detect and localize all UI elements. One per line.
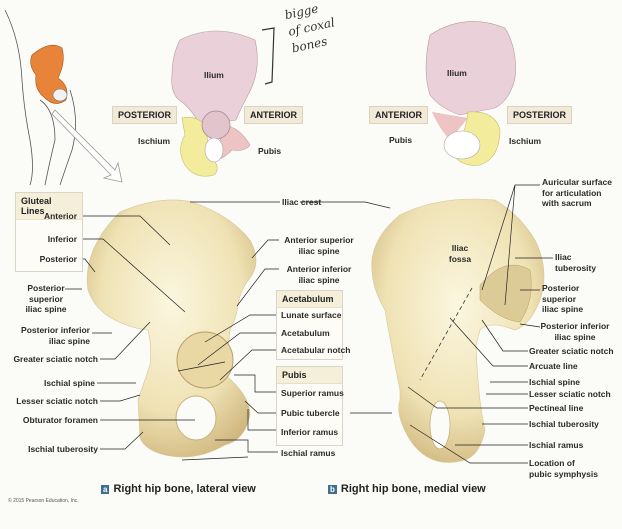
label-acetabular-notch: Acetabular notch bbox=[281, 345, 351, 355]
handwritten-note: bigge of coxal bones bbox=[283, 0, 340, 57]
label-posterior-inferior-iliac-spine: Posterior inferior iliac spine bbox=[21, 325, 90, 346]
pubis-box: Pubis bbox=[276, 366, 343, 446]
label-ischial-spine: Ischial spine bbox=[529, 377, 581, 387]
pelvis-lateral-small bbox=[171, 30, 258, 177]
label-iliac-fossa: Iliac fossa bbox=[448, 243, 472, 264]
label-greater-sciatic-notch: Greater sciatic notch bbox=[13, 354, 98, 364]
body-outline-thumbnail bbox=[4, 9, 76, 186]
acetabulum-title: Acetabulum bbox=[277, 291, 342, 308]
tag-posterior: POSTERIOR bbox=[112, 106, 178, 124]
pelvis-medial-small bbox=[425, 21, 516, 166]
label-auricular-surface: Auricular surface for articulation with … bbox=[542, 177, 612, 208]
label-ilium: Ilium bbox=[447, 68, 467, 78]
handwritten-bracket bbox=[261, 27, 275, 85]
pointer-arrow bbox=[51, 109, 123, 183]
tag-posterior: POSTERIOR bbox=[507, 106, 573, 124]
tag-anterior: ANTERIOR bbox=[244, 106, 303, 124]
label-pubis: Pubis bbox=[389, 135, 413, 145]
label-arcuate-line: Arcuate line bbox=[529, 361, 578, 371]
hip-bone-lateral bbox=[86, 199, 257, 458]
label-ischial-tuberosity: Ischial tuberosity bbox=[529, 419, 599, 429]
label-posterior-inferior-iliac-spine: Posterior inferior iliac spine bbox=[540, 321, 610, 342]
gluteal-lines-title: Gluteal Lines bbox=[16, 193, 82, 220]
label-iliac-tuberosity: Iliac tuberosity bbox=[555, 252, 597, 273]
label-pubic-tubercle: Pubic tubercle bbox=[281, 408, 340, 418]
label-superior-ramus: Superior ramus bbox=[281, 388, 344, 398]
label-ischial-ramus: Ischial ramus bbox=[281, 448, 336, 458]
label-lunate-surface: Lunate surface bbox=[281, 310, 342, 320]
label-posterior-superior-iliac-spine: Posterior superior iliac spine bbox=[542, 283, 584, 314]
label-ilium: Ilium bbox=[204, 70, 224, 80]
label-ischium: Ischium bbox=[509, 136, 542, 146]
label-greater-sciatic-notch: Greater sciatic notch bbox=[529, 346, 614, 356]
orange-hip-bone-thumbnail bbox=[30, 44, 68, 104]
label-pectineal-line: Pectineal line bbox=[529, 403, 584, 413]
label-acetabulum: Acetabulum bbox=[281, 328, 330, 338]
label-posterior-superior-iliac-spine: Posterior superior iliac spine bbox=[25, 283, 67, 314]
label-iliac-crest: Iliac crest bbox=[282, 197, 322, 207]
label-pubic-symphysis: Location of pubic symphysis bbox=[529, 458, 598, 479]
label-gluteal-posterior: Posterior bbox=[39, 254, 77, 264]
label-ischial-spine: Ischial spine bbox=[43, 378, 95, 388]
label-gluteal-anterior: Anterior bbox=[43, 211, 77, 221]
copyright: © 2015 Pearson Education, Inc. bbox=[8, 498, 79, 504]
caption-text: Right hip bone, medial view bbox=[340, 483, 486, 495]
gluteal-lines-box: Gluteal Lines bbox=[15, 192, 83, 272]
label-ischial-ramus: Ischial ramus bbox=[529, 440, 584, 450]
tag-anterior: ANTERIOR bbox=[369, 106, 428, 124]
label-pubis: Pubis bbox=[258, 146, 282, 156]
label-obturator-foramen: Obturator foramen bbox=[22, 415, 98, 425]
label-lesser-sciatic-notch: Lesser sciatic notch bbox=[529, 389, 611, 399]
acetabulum-box: Acetabulum bbox=[276, 290, 343, 360]
caption-badge: a bbox=[101, 485, 110, 494]
pubis-title: Pubis bbox=[277, 367, 342, 384]
caption-badge: b bbox=[328, 485, 337, 494]
label-lesser-sciatic-notch: Lesser sciatic notch bbox=[16, 396, 98, 406]
label-ischial-tuberosity: Ischial tuberosity bbox=[28, 444, 98, 454]
caption-text: Right hip bone, lateral view bbox=[113, 483, 256, 495]
label-anterior-inferior-iliac-spine: Anterior inferior iliac spine bbox=[286, 264, 352, 285]
leader-lines bbox=[65, 184, 553, 464]
label-anterior-superior-iliac-spine: Anterior superior iliac spine bbox=[284, 235, 354, 256]
label-inferior-ramus: Inferior ramus bbox=[281, 427, 339, 437]
label-gluteal-inferior: Inferior bbox=[47, 234, 77, 244]
hip-bone-medial bbox=[371, 198, 545, 463]
label-ischium: Ischium bbox=[138, 136, 171, 146]
